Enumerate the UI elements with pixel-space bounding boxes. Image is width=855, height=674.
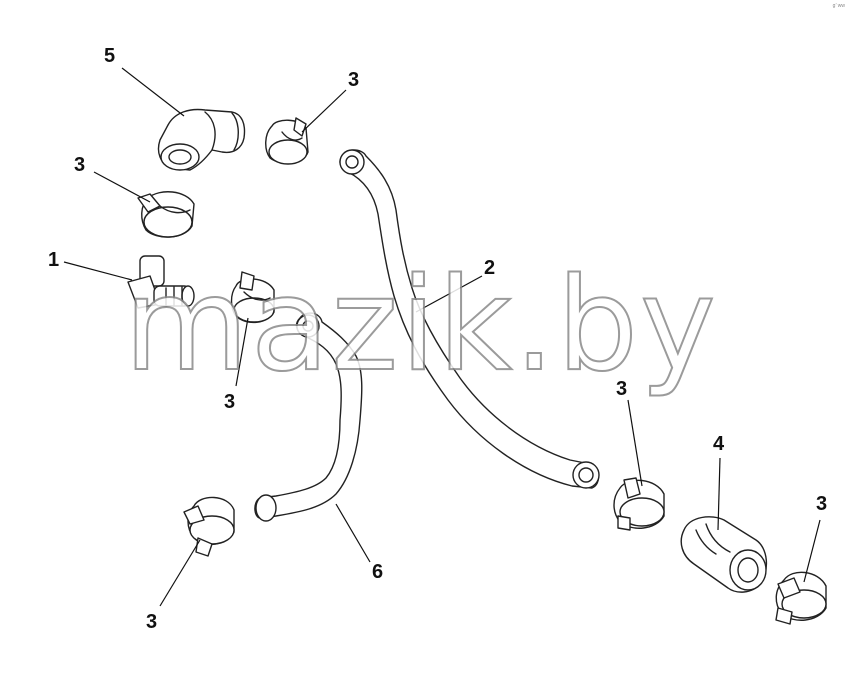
- callout-4: 4: [713, 433, 725, 455]
- clamp-bottom-left: [183, 496, 235, 557]
- callout-6: 6: [372, 561, 384, 583]
- clamp-bottom-middle-right: [613, 477, 665, 531]
- clamp-left: [137, 191, 195, 238]
- part-2-long-pipe: [339, 149, 600, 489]
- part-6-lower-pipe: [254, 312, 363, 522]
- callout-3-bottom-left: 3: [146, 611, 158, 633]
- callout-3-far-right: 3: [816, 493, 828, 515]
- leader-lines: [63, 67, 821, 607]
- watermark-text: mazik.by: [123, 251, 718, 400]
- callout-3-center-right: 3: [616, 378, 628, 400]
- clamp-middle-left: [230, 271, 275, 323]
- callout-1: 1: [48, 249, 60, 271]
- part-4-straight-hose: [680, 516, 767, 593]
- callout-3-left: 3: [74, 154, 86, 176]
- clamp-top-middle: [265, 117, 309, 165]
- part-1-elbow-fitting: [127, 255, 195, 309]
- callout-2: 2: [484, 257, 496, 279]
- callout-3-middle-left: 3: [224, 391, 236, 413]
- callout-5: 5: [104, 45, 116, 67]
- corner-mark: g’ ww: [832, 3, 845, 9]
- callout-3-top-middle: 3: [348, 69, 360, 91]
- part-5-elbow-hose: [157, 108, 246, 171]
- clamp-bottom-right: [775, 571, 827, 625]
